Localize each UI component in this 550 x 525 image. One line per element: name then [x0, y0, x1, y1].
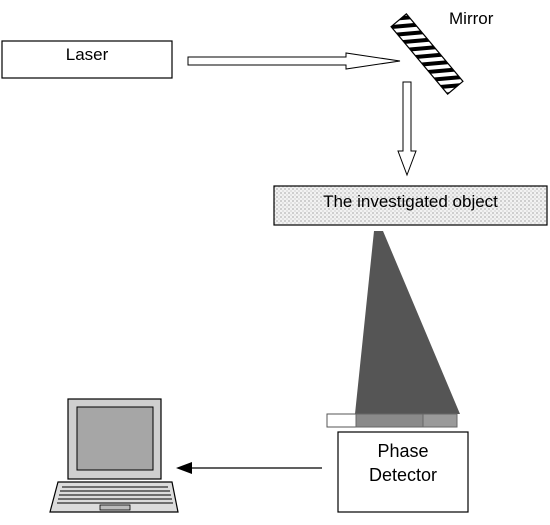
laser-box	[1, 40, 173, 79]
object-label: The investigated object	[323, 192, 498, 211]
detector-strip-left	[326, 413, 357, 428]
detector-label-line2: Detector	[368, 465, 438, 485]
laser-label: Laser	[65, 45, 109, 64]
laser-beam-arrow	[187, 52, 401, 70]
transmitted-beam-cone	[355, 231, 460, 414]
object-box	[273, 185, 548, 226]
detector-strip-middle	[355, 413, 424, 428]
detector-box	[337, 431, 469, 513]
detector-label-line1: Phase	[377, 441, 429, 461]
detector-strip-right	[422, 413, 458, 428]
laptop-screen	[76, 406, 154, 471]
mirror-icon	[390, 13, 464, 95]
reflected-beam-arrow	[397, 81, 417, 177]
signal-arrow-head	[176, 462, 192, 474]
laptop-icon	[49, 398, 179, 513]
mirror-label: Mirror	[449, 9, 494, 28]
